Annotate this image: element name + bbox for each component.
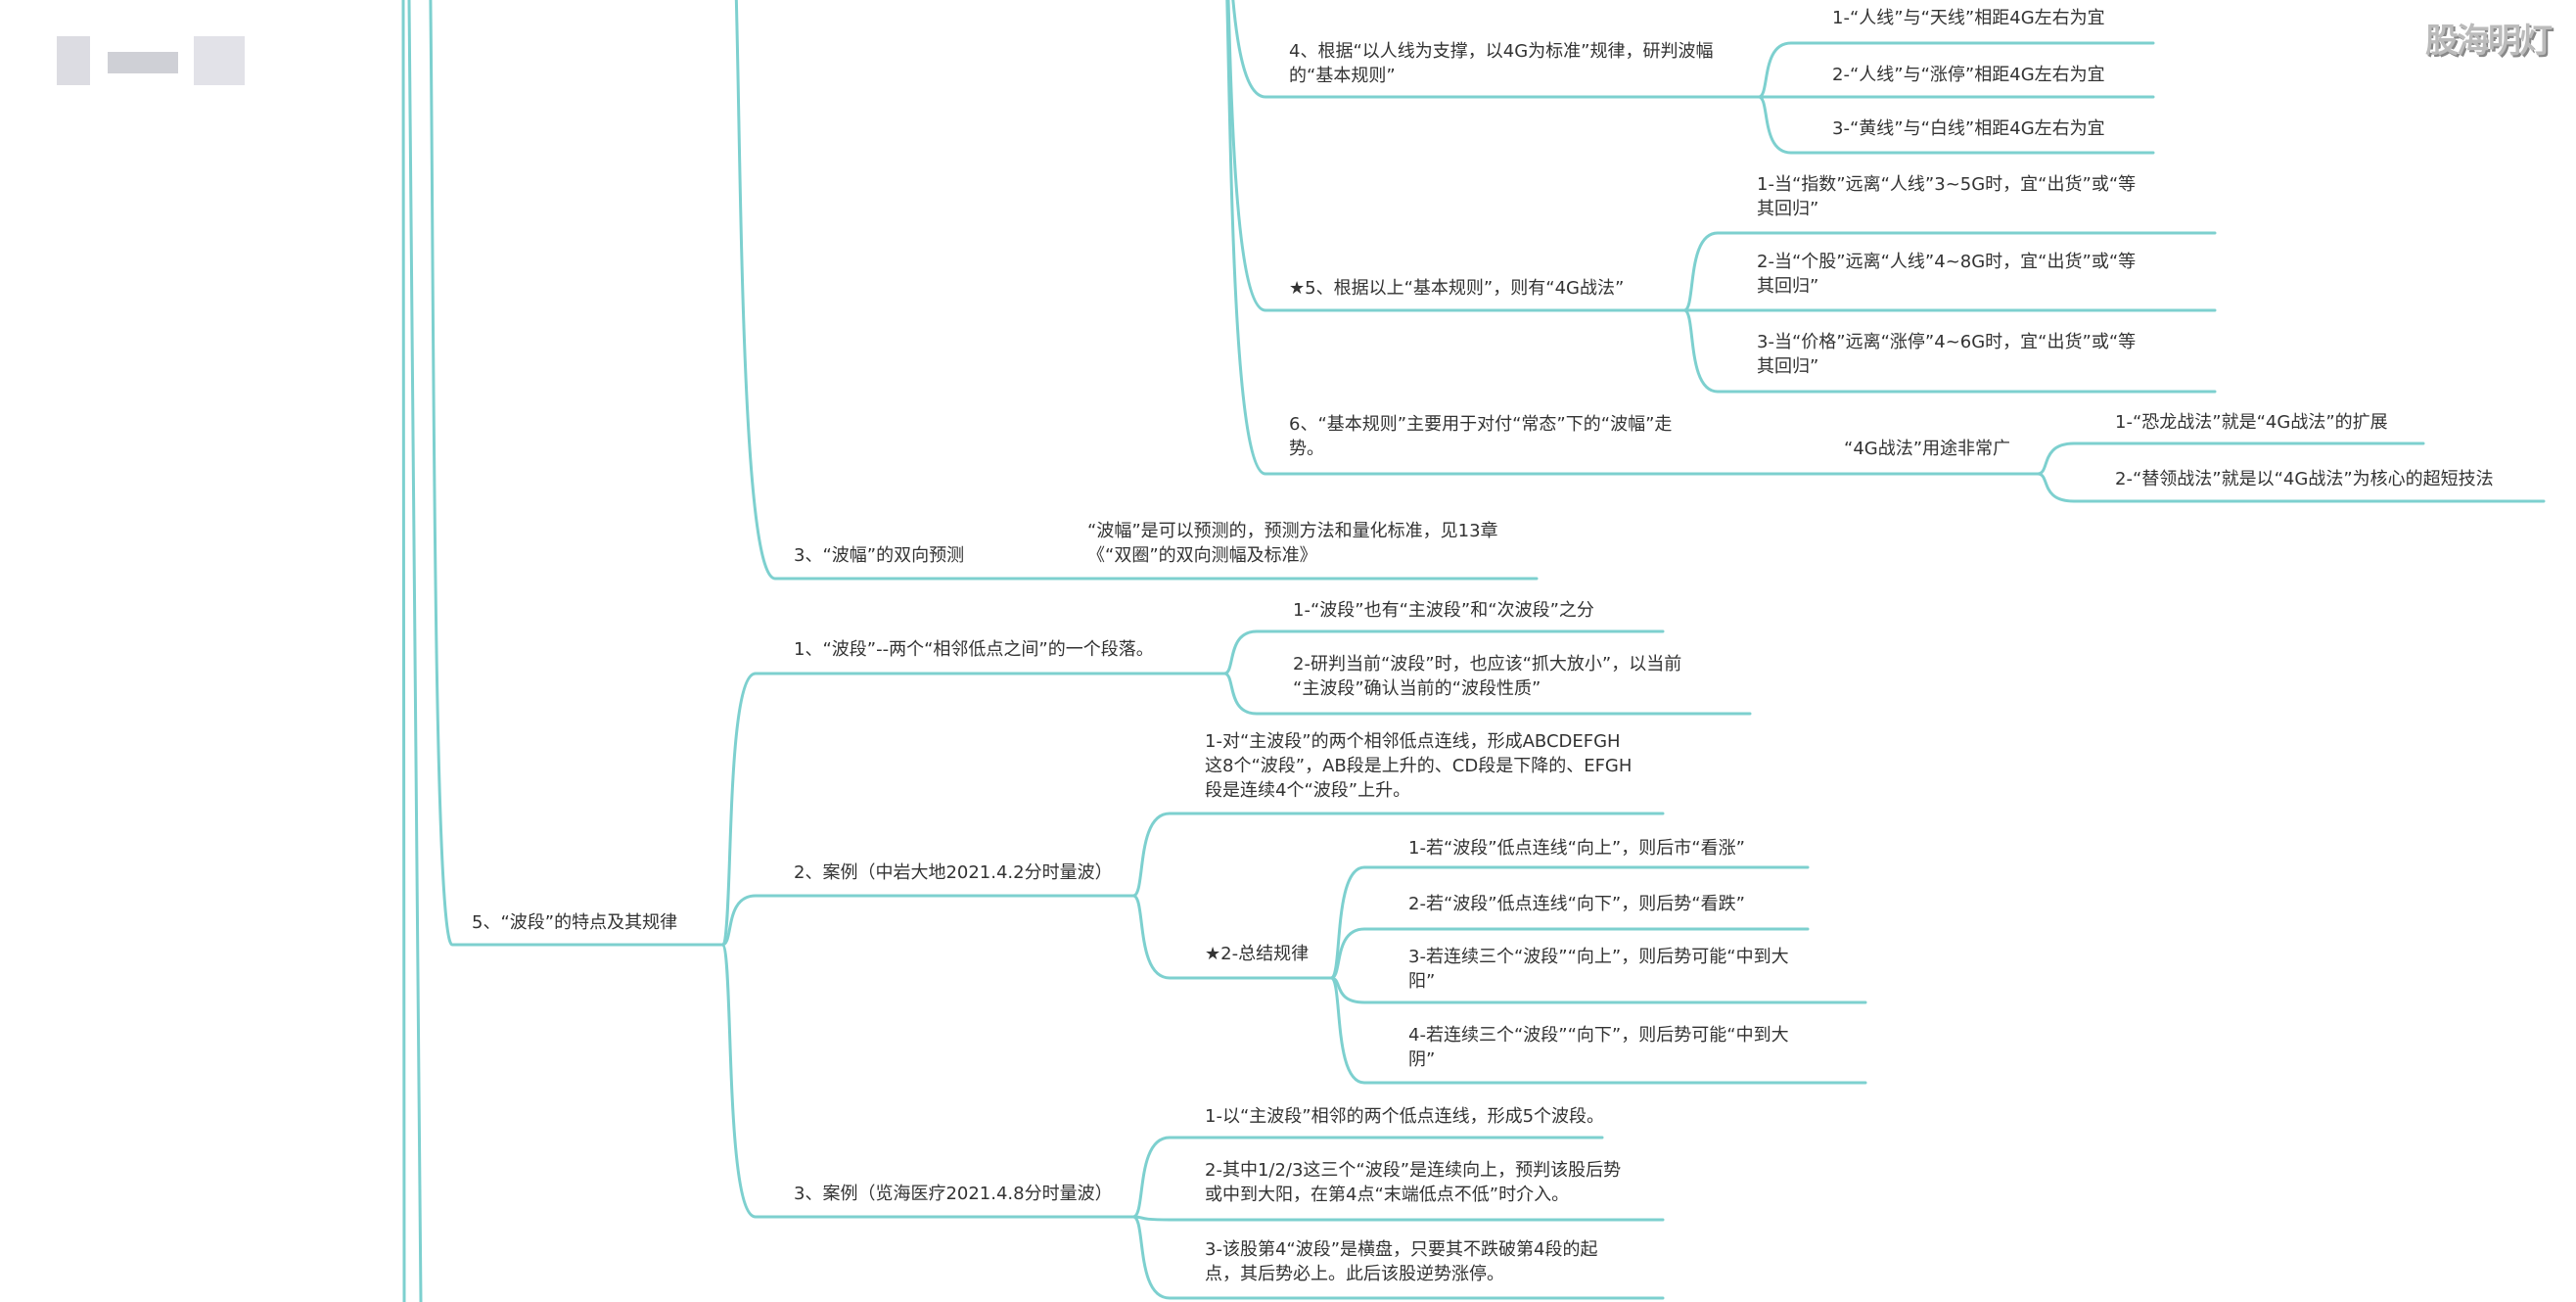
node-4-3[interactable]: 3-“黄线”与“白线”相距4G左右为宜 bbox=[1832, 118, 2105, 139]
branch-line bbox=[1222, 629, 1665, 675]
branch-line bbox=[720, 894, 1135, 947]
node-b1-2[interactable]: 2-研判当前“波段”时，也应该“抓大放小”，以当前 “主波段”确认当前的“波段性… bbox=[1293, 654, 1682, 699]
branch-line bbox=[1222, 672, 1752, 716]
node-b1[interactable]: 1、“波段”--两个“相邻低点之间”的一个段落。 bbox=[794, 639, 1154, 660]
watermark-logo: 股海明灯 bbox=[2425, 22, 2553, 61]
node-5-2[interactable]: 2-当“个股”远离“人线”4~8G时，宜“出货”或“等 其回归” bbox=[1757, 252, 2137, 297]
branch-line bbox=[1757, 41, 2155, 99]
node-b2-2-summary[interactable]: ★2-总结规律 bbox=[1205, 944, 1310, 964]
branch-line bbox=[1225, 0, 2040, 476]
blurred-title bbox=[57, 36, 253, 85]
node-4-basic-rules[interactable]: 4、根据“以人线为支撑，以4G为标准”规律，研判波幅 的“基本规则” bbox=[1289, 41, 1714, 86]
branch-line bbox=[2036, 442, 2425, 476]
node-b3-case[interactable]: 3、案例（览海医疗2021.4.8分时量波） bbox=[794, 1184, 1113, 1204]
node-b2-1[interactable]: 1-对“主波段”的两个相邻低点连线，形成ABCDEFGH 这8个“波段”，AB段… bbox=[1205, 731, 1633, 801]
branch-line bbox=[1231, 0, 1761, 99]
node-b2-2-3[interactable]: 3-若连续三个“波段”“向上”，则后势可能“中到大 阳” bbox=[1408, 947, 1789, 992]
branch-line bbox=[734, 0, 1539, 581]
branch-line bbox=[720, 943, 1135, 1219]
node-5-3[interactable]: 3-当“价格”远离“涨停”4~6G时，宜“出货”或“等 其回归” bbox=[1757, 332, 2137, 377]
branch-line bbox=[1682, 308, 2217, 394]
node-b3-3[interactable]: 3-该股第4“波段”是横盘，只要其不跌破第4段的起 点，其后势必上。此后该股逆势… bbox=[1205, 1239, 1598, 1284]
node-b1-1[interactable]: 1-“波段”也有“主波段”和“次波段”之分 bbox=[1293, 600, 1594, 621]
branch-line bbox=[1131, 812, 1665, 898]
branch-line bbox=[429, 0, 724, 947]
branch-line bbox=[1329, 927, 1810, 980]
branch-line bbox=[1757, 95, 2155, 155]
branch-line bbox=[401, 0, 406, 1302]
node-b3-2[interactable]: 2-其中1/2/3这三个“波段”是连续向上，预判该股后势 或中到大阳，在第4点“… bbox=[1205, 1160, 1622, 1205]
node-b2-2-2[interactable]: 2-若“波段”低点连线“向下”，则后势“看跌” bbox=[1408, 894, 1745, 914]
branch-line bbox=[1329, 976, 1867, 1085]
branch-line bbox=[2036, 472, 2546, 503]
node-5-4g-method[interactable]: ★5、根据以上“基本规则”，则有“4G战法” bbox=[1289, 278, 1625, 299]
branch-line bbox=[407, 0, 423, 1302]
node-3-amplitude-forecast[interactable]: 3、“波幅”的双向预测 bbox=[794, 545, 965, 566]
node-4-1[interactable]: 1-“人线”与“天线”相距4G左右为宜 bbox=[1832, 8, 2105, 28]
node-b3-1[interactable]: 1-以“主波段”相邻的两个低点连线，形成5个波段。 bbox=[1205, 1106, 1605, 1127]
node-4-2[interactable]: 2-“人线”与“涨停”相距4G左右为宜 bbox=[1832, 65, 2105, 85]
node-6-2[interactable]: 2-“替领战法”就是以“4G战法”为核心的超短技法 bbox=[2115, 469, 2494, 489]
node-5-1[interactable]: 1-当“指数”远离“人线”3~5G时，宜“出货”或“等 其回归” bbox=[1757, 174, 2137, 219]
branch-line bbox=[1682, 231, 2217, 312]
branch-line bbox=[1131, 894, 1333, 980]
branch-line bbox=[1226, 0, 1686, 312]
node-5-wave-segment[interactable]: 5、“波段”的特点及其规律 bbox=[472, 912, 678, 933]
branch-line bbox=[720, 672, 1226, 947]
branch-line bbox=[1131, 1215, 1665, 1222]
node-b2-2-1[interactable]: 1-若“波段”低点连线“向上”，则后市“看涨” bbox=[1408, 838, 1745, 859]
node-b2-case[interactable]: 2、案例（中岩大地2021.4.2分时量波） bbox=[794, 862, 1113, 883]
node-6-1[interactable]: 1-“恐龙战法”就是“4G战法”的扩展 bbox=[2115, 412, 2388, 433]
node-6-4g-wide-use[interactable]: “4G战法”用途非常广 bbox=[1844, 439, 2011, 459]
node-6-normal-state[interactable]: 6、“基本规则”主要用于对付“常态”下的“波幅”走 势。 bbox=[1289, 414, 1673, 459]
branch-line bbox=[1131, 1136, 1604, 1219]
node-b2-2-4[interactable]: 4-若连续三个“波段”“向下”，则后势可能“中到大 阴” bbox=[1408, 1025, 1789, 1070]
node-3-amplitude-note[interactable]: “波幅”是可以预测的，预测方法和量化标准，见13章 《“双圈”的双向测幅及标准》 bbox=[1087, 521, 1498, 566]
branch-line bbox=[1131, 1215, 1665, 1300]
